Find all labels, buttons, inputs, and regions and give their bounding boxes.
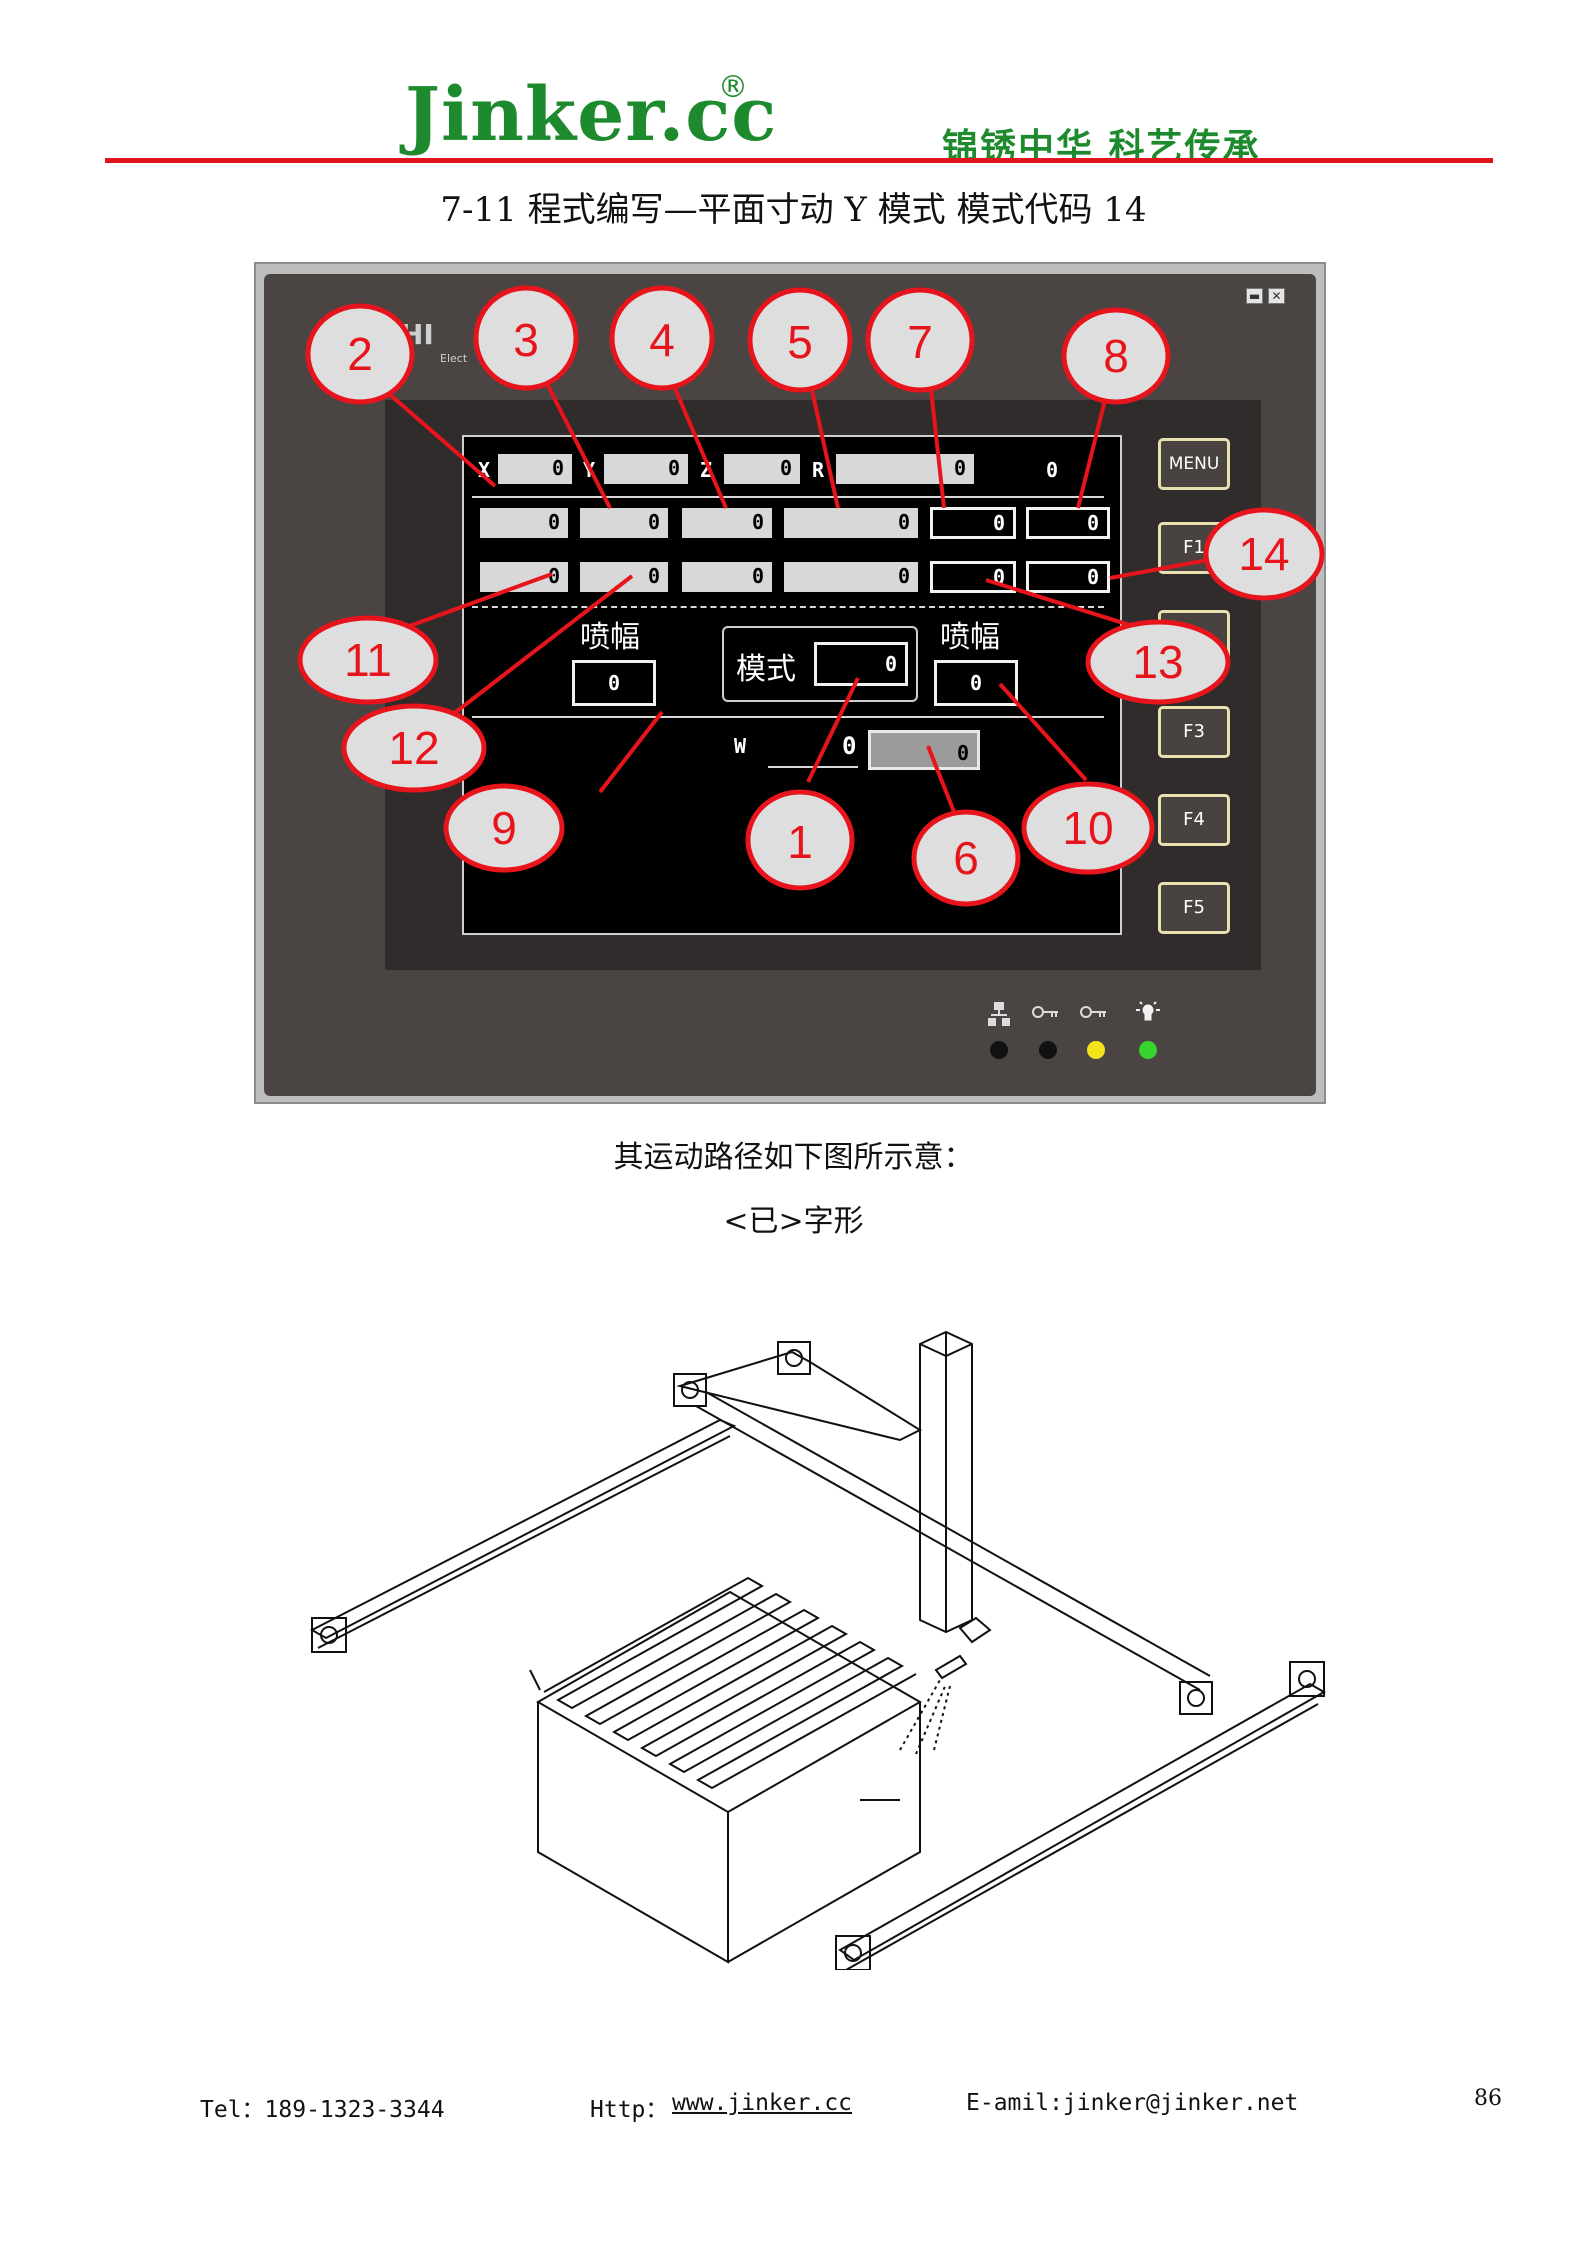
- status-led: [1087, 1041, 1105, 1059]
- param-r1-c1[interactable]: 0: [480, 508, 568, 538]
- axis-value-extra: 0: [1046, 458, 1059, 482]
- param-r2-c2[interactable]: 0: [580, 562, 668, 592]
- menu-button[interactable]: MENU: [1158, 438, 1230, 490]
- mode-label: 模式: [736, 652, 796, 687]
- param-r1-c5[interactable]: 0: [930, 507, 1016, 539]
- rail-endcap: [777, 1341, 811, 1375]
- mode-group: [722, 626, 918, 702]
- callout-8: 8: [1103, 330, 1129, 382]
- footer-email[interactable]: E-amil:jinker@jinker.net: [966, 2090, 1299, 2116]
- status-led: [1039, 1041, 1057, 1059]
- callout-7: 7: [907, 316, 933, 368]
- status-led: [1139, 1041, 1157, 1059]
- axis-value-x: 0: [498, 454, 572, 484]
- param-r2-c5[interactable]: 0: [930, 561, 1016, 593]
- minimize-icon[interactable]: ▬: [1246, 288, 1263, 304]
- spray-width-left-label: 喷幅: [580, 620, 640, 655]
- callout-4: 4: [649, 314, 675, 366]
- callout-1: 1: [787, 816, 813, 868]
- key-icon: [1032, 1006, 1058, 1018]
- callout-10: 10: [1062, 802, 1113, 854]
- screen-dashed-divider: [472, 606, 1104, 608]
- callout-14: 14: [1238, 528, 1289, 580]
- param-r1-c3[interactable]: 0: [682, 508, 772, 538]
- shape-caption: <已>字形: [723, 1204, 864, 1239]
- path-intro-caption: 其运动路径如下图所示意：: [613, 1140, 974, 1175]
- lamp-icon: [1136, 1001, 1160, 1021]
- param-r2-c1[interactable]: 0: [480, 562, 568, 592]
- motion-path: [543, 1576, 917, 1790]
- device-logo-sub: Elect: [440, 352, 468, 365]
- axis-value-y: 0: [604, 454, 688, 484]
- status-panel: [988, 1001, 1160, 1059]
- footer-website-link[interactable]: www.jinker.cc: [672, 2090, 853, 2116]
- cross-beam: [676, 1350, 923, 1442]
- callout-layer: 2 3 4 5 7 8 14 11 12 13 9 1 6 10: [297, 285, 1325, 907]
- network-icon: [988, 1002, 1010, 1026]
- axis-label-r: R: [812, 458, 825, 482]
- f5-button[interactable]: F5: [1158, 882, 1230, 934]
- footer-tel: Tel：189-1323-3344: [200, 2097, 445, 2123]
- callout-11: 11: [344, 634, 392, 686]
- axis-value-z: 0: [724, 454, 800, 484]
- workpiece-sides: [537, 1702, 921, 1964]
- rail-endcap: [311, 1617, 347, 1653]
- callout-2: 2: [347, 328, 373, 380]
- right-rail: [838, 1682, 1327, 1962]
- key-icon: [1080, 1006, 1106, 1018]
- w-value: 0: [842, 732, 857, 760]
- param-r2-c4[interactable]: 0: [784, 562, 918, 592]
- w-box-value[interactable]: 0: [868, 730, 980, 770]
- screen-divider: [472, 496, 1104, 498]
- footer-http-label: Http：: [590, 2097, 669, 2123]
- screen-divider-lower: [472, 716, 1104, 718]
- brand-logo: Jinker.cc: [405, 72, 778, 158]
- gantry-path-diagram: [309, 1330, 1327, 1970]
- f4-button[interactable]: F4: [1158, 794, 1230, 846]
- callout-3: 3: [513, 314, 539, 366]
- section-title: 7-11 程式编写—平面寸动 Y 模式 模式代码 14: [440, 190, 1147, 230]
- param-r1-c6[interactable]: 0: [1026, 507, 1110, 539]
- header-divider: [105, 158, 1493, 163]
- rail-endcap: [1289, 1661, 1325, 1697]
- registered-mark: ®: [718, 70, 748, 105]
- w-label: W: [734, 734, 747, 758]
- spray-width-right-label: 喷幅: [940, 620, 1000, 655]
- spray-gun: [958, 1616, 992, 1644]
- param-r1-c2[interactable]: 0: [580, 508, 668, 538]
- axis-value-r: 0: [836, 454, 974, 484]
- param-r2-c3[interactable]: 0: [682, 562, 772, 592]
- f3-button[interactable]: F3: [1158, 706, 1230, 758]
- mode-value[interactable]: 0: [814, 642, 908, 686]
- close-icon[interactable]: ✕: [1268, 288, 1285, 304]
- left-rail: [309, 1418, 737, 1640]
- rail-endcap: [835, 1935, 871, 1970]
- status-led: [990, 1041, 1008, 1059]
- param-r1-c4[interactable]: 0: [784, 508, 918, 538]
- spray-width-left-value[interactable]: 0: [572, 660, 656, 706]
- callout-12: 12: [388, 722, 439, 774]
- callout-6: 6: [953, 832, 979, 884]
- callout-5: 5: [787, 316, 813, 368]
- beam-endcap: [673, 1373, 707, 1407]
- page-number: 86: [1474, 2086, 1502, 2111]
- param-r2-c6[interactable]: 0: [1026, 561, 1110, 593]
- spray-width-right-value[interactable]: 0: [934, 660, 1018, 706]
- callout-13: 13: [1132, 636, 1183, 688]
- callout-9: 9: [491, 802, 517, 854]
- beam-endcap: [1179, 1681, 1213, 1715]
